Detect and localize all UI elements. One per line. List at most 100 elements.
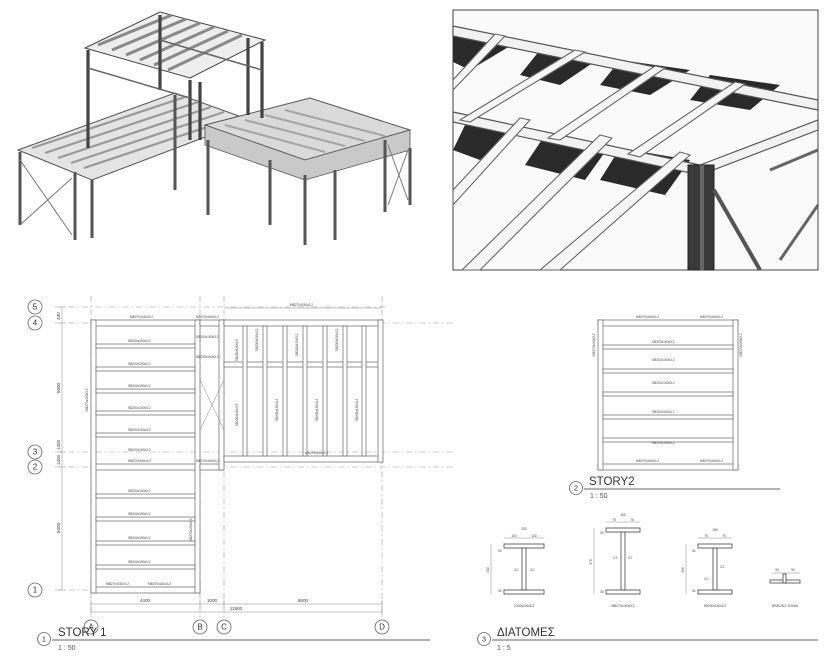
- section-dim: 30: [692, 589, 696, 593]
- joist-label: SB200x150x3.2: [128, 489, 151, 493]
- joist-label: SB200x150x3.2: [128, 339, 151, 343]
- grid-label-C: C: [221, 623, 227, 632]
- dim-left: 5000: [56, 522, 61, 533]
- joist-label: SB200x150x3.2: [128, 536, 151, 540]
- section-sb200: 150 75 75 200 30 30 3.2 3.2 SB200x150x3.…: [681, 528, 733, 608]
- section-dim: 30: [498, 549, 502, 553]
- beam-label: MB270x150x3.2: [290, 303, 313, 307]
- section-dim: 50: [775, 568, 779, 572]
- section-dim: 270: [589, 559, 593, 565]
- joist-label: SB200x150x3.2: [128, 362, 151, 366]
- grid-label-1: 1: [33, 586, 38, 595]
- dim-bottom: 6500: [298, 598, 309, 603]
- joist-label: SB200x150x3.2: [335, 329, 339, 352]
- view-scale: 1 : 50: [590, 493, 608, 500]
- section-dim: 100: [531, 534, 537, 538]
- story1-plan: 5 4 3 2 1 A B C D: [27, 296, 455, 652]
- joist-label: SB200x150x3.2: [652, 381, 675, 385]
- section-name: SB200x150x3.2: [704, 604, 727, 608]
- beam-label: MB270x150x3.2: [700, 315, 723, 319]
- dim-bottom: 1000: [207, 598, 218, 603]
- section-dim: 75: [704, 534, 708, 538]
- grid-col-bubbles: A B C D: [83, 619, 390, 635]
- joist-label: SB200x150x3.2: [295, 334, 299, 357]
- joist-label: SB200x150x3.2: [652, 441, 675, 445]
- beam-label: MB270x150x3.2: [189, 518, 193, 541]
- joist-label: SB200x150x3.2: [652, 410, 675, 414]
- detail-view: [452, 9, 820, 271]
- dim-left: 440: [56, 312, 61, 320]
- story1-joists-right: SB200x150x3.2 SB200x150x3.2 SB200x150x3.…: [235, 325, 367, 457]
- joist-label: SB200x150x3.2: [128, 560, 151, 564]
- joist-label: SB200x150x3.2: [315, 399, 319, 422]
- beam-label: MB270x150x3.2: [636, 315, 659, 319]
- section-dim: 3.2: [613, 556, 618, 560]
- beam-label: MB270x150x3.2: [592, 333, 596, 356]
- section-dim: 150: [712, 528, 718, 532]
- section-dim: 3.2: [720, 565, 725, 569]
- view-number: 1: [42, 635, 46, 644]
- sections-panel: 200 100 100 200 30 30 3.2 3.2 C200x200x3…: [477, 513, 818, 652]
- dim-left: 1400: [56, 439, 61, 450]
- section-dim: 75: [722, 534, 726, 538]
- beam-label: SB200x150x3.2: [196, 335, 219, 339]
- section-name: MB270x150x3.2: [611, 604, 634, 608]
- beam-label: MB270x150x3.2: [196, 315, 219, 319]
- beam-label: MB270x150x3.2: [128, 459, 151, 463]
- beam-label: SB200x150x3.2: [196, 355, 219, 359]
- axonometric-view: [16, 11, 412, 245]
- section-mb270: 150 75 75 270 30 30 3.2 3.7 MB270x150x3.…: [589, 513, 641, 608]
- dim-overall: 11900: [230, 606, 243, 611]
- section-dim: 200: [681, 567, 685, 573]
- beam-label: MB270x150x3.2: [106, 582, 129, 586]
- grid-label-D: D: [379, 623, 385, 632]
- section-dim: 50: [791, 568, 795, 572]
- section-dim: 150: [620, 513, 626, 517]
- joist-label: SB200x150x3.2: [128, 406, 151, 410]
- story1-joists-upper: SB200x150x3.2 SB200x150x3.2 SB200x150x3.…: [95, 339, 196, 452]
- dim-left: 5000: [56, 382, 61, 393]
- grid-label-3: 3: [33, 448, 38, 457]
- view-scale: 1 : 50: [58, 645, 76, 652]
- grid-label-5: 5: [33, 303, 38, 312]
- beam-label: MB270x150x3.2: [305, 451, 328, 455]
- joist-label: SB200x150x3.2: [652, 358, 675, 362]
- section-dim: 3.2: [514, 568, 519, 572]
- grid-label-A: A: [88, 623, 94, 632]
- section-dim: 30: [600, 531, 604, 535]
- grid-label-B: B: [197, 623, 202, 632]
- section-dim: 200: [521, 527, 527, 531]
- section-dim: 3.2: [704, 577, 709, 581]
- beam-label: MB270x150x3.2: [700, 459, 723, 463]
- grid-label-2: 2: [33, 463, 38, 472]
- beam-label: MB270x150x3.2: [85, 388, 89, 411]
- section-dim: 75: [630, 518, 634, 522]
- beam-label: MB270x150x3.2: [739, 333, 743, 356]
- section-dim: 200: [486, 567, 490, 573]
- section-bracing: 50 50 BRACING 2L50x5: [769, 568, 801, 608]
- beam-label: MB270x150x3.2: [636, 459, 659, 463]
- joist-label: SB200x150x3.2: [652, 340, 675, 344]
- grid-row-bubbles: 5 4 3 2 1: [27, 299, 43, 598]
- section-dim: 30: [692, 549, 696, 553]
- story1-joists-lower: SB200x150x3.2 SB200x150x3.2 SB200x150x3.…: [95, 489, 196, 570]
- section-dim: 30: [600, 590, 604, 594]
- view-title: ΔΙΑΤΟΜΕΣ: [497, 627, 555, 639]
- story2-plan: SB200x150x3.2 SB200x150x3.2 SB200x150x3.…: [569, 315, 780, 500]
- joist-label: SB200x150x3.2: [128, 428, 151, 432]
- beam-label: MB270x150x3.2: [196, 459, 219, 463]
- joist-label: SB200x150x3.2: [235, 339, 239, 362]
- section-dim: 30: [498, 589, 502, 593]
- section-dim: 75: [612, 518, 616, 522]
- joist-label: SB200x150x3.2: [275, 399, 279, 422]
- section-dim: 3.2: [530, 568, 535, 572]
- joist-label: SB200x150x3.2: [235, 404, 239, 427]
- view-scale: 1 : 5: [497, 645, 511, 652]
- joist-label: SB200x150x3.2: [128, 384, 151, 388]
- dim-bottom: 4400: [140, 598, 151, 603]
- view-number: 3: [482, 635, 486, 644]
- view-title: STORY 1: [58, 627, 107, 639]
- joist-label: SB200x150x3.2: [128, 512, 151, 516]
- view-title: STORY2: [589, 476, 635, 488]
- section-dim: 3.7: [628, 556, 633, 560]
